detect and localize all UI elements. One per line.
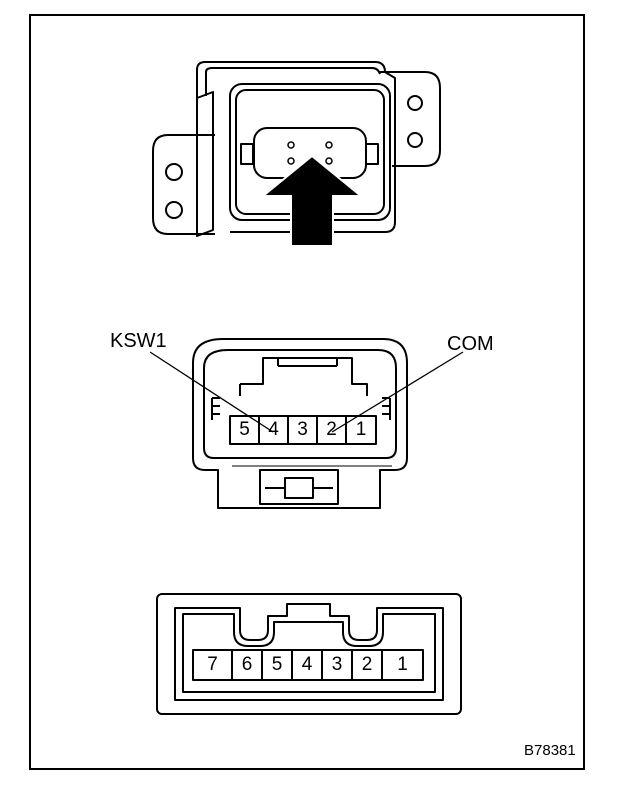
ksw1-leader-line bbox=[149, 351, 274, 433]
connector-b-pin: 5 bbox=[271, 654, 283, 675]
connector-a-pin: 5 bbox=[239, 419, 250, 440]
connector-a-pin: 4 bbox=[268, 419, 279, 440]
ksw1-label: KSW1 bbox=[110, 330, 167, 352]
connector-a-pin: 1 bbox=[355, 419, 367, 440]
view-direction-arrow bbox=[260, 154, 364, 247]
connector-a-pin: 3 bbox=[297, 419, 308, 440]
connector-b-pin: 3 bbox=[331, 654, 343, 675]
connector-a bbox=[192, 338, 408, 509]
diagram-frame bbox=[29, 14, 585, 770]
com-label: COM bbox=[447, 333, 494, 355]
connector-a-pin: 2 bbox=[326, 419, 337, 440]
connector-b-pin: 6 bbox=[241, 654, 253, 675]
connector-b bbox=[156, 593, 462, 715]
connector-b-pin: 2 bbox=[361, 654, 373, 675]
com-leader-line bbox=[331, 351, 464, 433]
connector-b-pin: 4 bbox=[301, 654, 313, 675]
connector-b-pin: 7 bbox=[207, 654, 218, 675]
reference-code: B78381 bbox=[524, 742, 576, 759]
connector-b-pin: 1 bbox=[397, 654, 408, 675]
